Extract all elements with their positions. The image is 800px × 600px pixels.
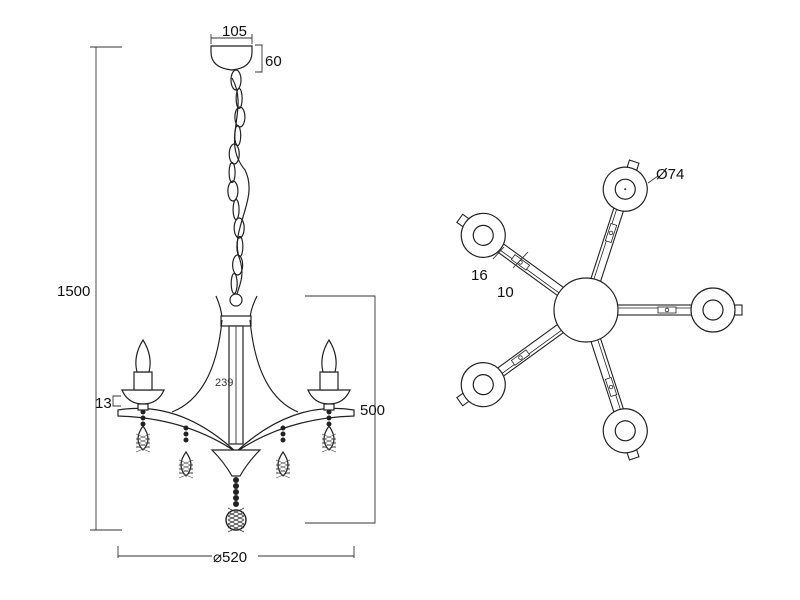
chain-link [235,87,243,110]
top-arm [588,331,648,461]
crystal-bead [280,425,286,431]
canopy [210,45,253,71]
cup-inner [472,224,494,246]
chain-link [232,254,244,276]
total-height-dimension: 1500 [57,46,122,531]
arm-width-outer-label: 16 [471,267,488,284]
chain-link [233,217,245,239]
right-candle [307,338,351,411]
chain-link [228,143,240,165]
total-height-label: 1500 [57,283,90,300]
cup-height-dimension: 13 [95,395,121,412]
crystal-bead [233,489,239,495]
crystal-bead [140,421,146,427]
top-view: Ø74 16 10 [456,159,743,461]
frame-right-curve [249,319,299,413]
crystal-bead [326,415,332,421]
diameter-dimension: ⌀520 [117,546,355,566]
arm-width-inner-label: 10 [497,284,514,301]
canopy-width-dimension: 105 [210,23,253,44]
body-height-dimension: 500 [305,295,385,524]
bottom-bowl [210,449,262,477]
crystal-bead [140,409,146,415]
cup-diameter-label: Ø74 [656,166,684,183]
left-arm [117,407,237,453]
frame-collar [220,315,252,327]
crystal-bead [280,431,286,437]
chain-link [230,69,242,91]
crystal-bead [233,483,239,489]
cup-inner [702,299,724,321]
crystal-bead [183,425,189,431]
crystal-drops [135,409,337,533]
cup-inner [614,420,636,442]
chain-link [230,272,238,295]
canopy-height-dimension: 60 [255,44,282,73]
crystal-bead [140,415,146,421]
cup-height-label: 13 [95,395,112,412]
crystal-bead [183,437,189,443]
top-arm [588,159,648,289]
chain-link [232,198,240,221]
diameter-label: ⌀520 [213,549,247,566]
hook-ring [229,293,243,307]
crystal-bead [233,477,239,483]
left-candle [121,338,165,411]
crystal-bead [233,501,239,507]
crystal-bead [183,431,189,437]
canopy-width-label: 105 [222,23,247,40]
crystal-bead [280,437,286,443]
side-view: 1500 105 60 239 [57,23,385,566]
cable [231,77,250,301]
chain [227,69,246,295]
crystal-bead [326,421,332,427]
frame-left-curve [171,319,223,413]
chain-link [228,161,236,184]
canopy-height-label: 60 [265,53,282,70]
cup-inner [472,374,494,396]
crystal-bead [326,409,332,415]
body-height-label: 500 [360,402,385,419]
rod-length-label: 239 [215,377,233,389]
right-arm [235,407,355,453]
chain-link [227,180,239,202]
crystal-bead [233,495,239,501]
top-arm [456,319,570,408]
center-hub [553,277,619,343]
top-arm [610,287,743,333]
top-arm [456,212,570,301]
